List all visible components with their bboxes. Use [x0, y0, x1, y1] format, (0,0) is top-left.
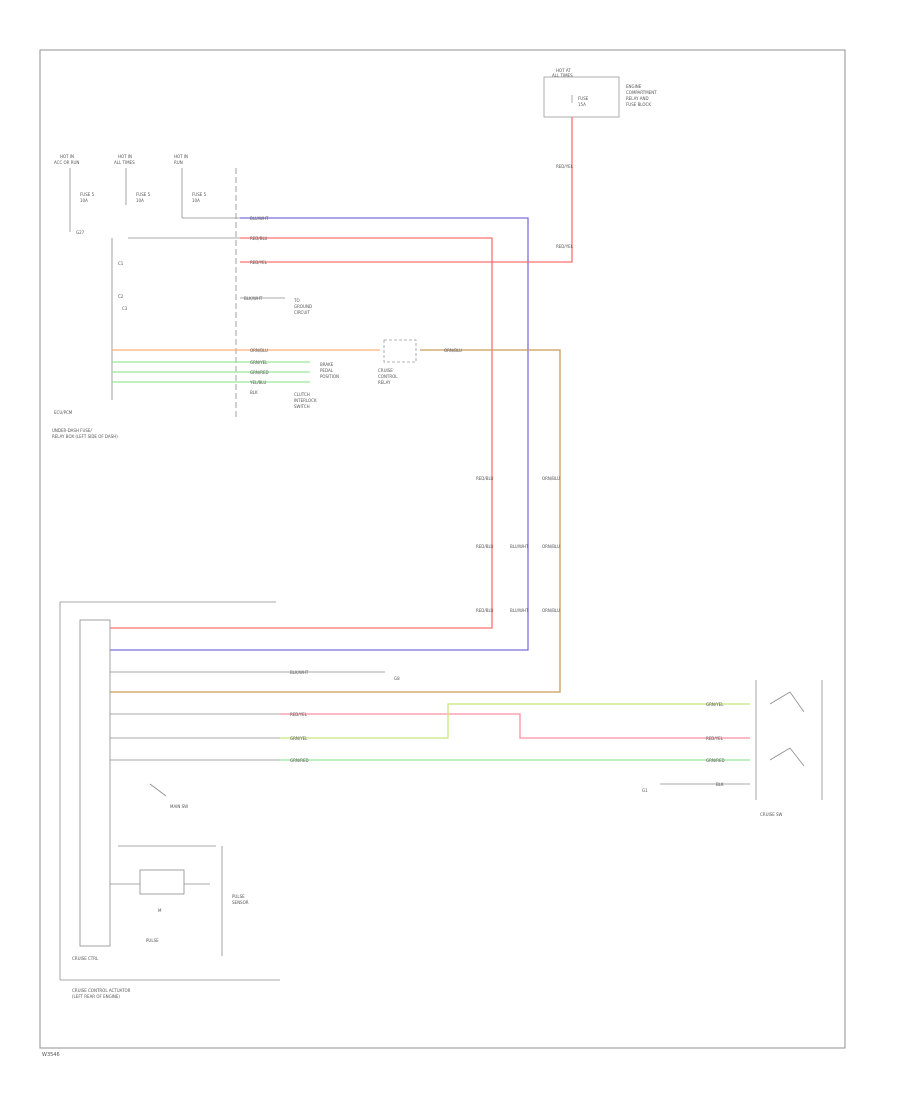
ground-bottom-label: G1: [642, 788, 648, 793]
fuse-c-sub-rating: 10A: [192, 198, 200, 203]
vert-red-label-3: RED/BLU: [476, 608, 494, 613]
fuse-c-label-1: HOT IN: [174, 154, 188, 159]
wire-red-top: [240, 117, 573, 263]
brake-desc-1: BRAKE: [320, 362, 334, 367]
fuse-b-sub: FUSE 5: [136, 192, 151, 197]
pulse-sensor-label-1: PULSE: [232, 894, 245, 899]
wire-red: [110, 237, 493, 629]
main-switch-label: MAIN SW: [170, 804, 188, 809]
diagram-code: W3546: [42, 1052, 60, 1058]
wire-green-lower-label: GRN/YEL: [290, 736, 308, 741]
wire-red2-mid-label: RED/YEL: [556, 244, 574, 249]
vert-blue-label-2: BLU/WHT: [510, 608, 529, 613]
diagram-frame: [39, 49, 846, 1049]
bottom-unit-label-1: CRUISE CONTROL ACTUATOR: [72, 988, 131, 993]
ground-desc-1: TO: [293, 298, 300, 303]
cruise-switch-label: CRUISE SW: [760, 812, 783, 817]
top-fuse-desc-3: RELAY AND: [626, 96, 649, 101]
sensor-desc-3: SWITCH: [294, 404, 310, 409]
left-bottom-label: CRUISE CTRL: [72, 956, 99, 961]
ground-left-label: G27: [76, 230, 85, 235]
wire-brown: [110, 349, 561, 693]
fuse-a-sub: FUSE 5: [80, 192, 95, 197]
left-unit-desc-1: UNDER-DASH FUSE/: [52, 428, 92, 433]
ground-mid-label: G8: [394, 676, 400, 681]
vert-orange-label-2: ORN/BLU: [542, 544, 560, 549]
right-wire-label-1: GRN/YEL: [706, 702, 724, 707]
wire-blue: [110, 217, 529, 651]
actuator-box: CRUISE CTRL CRUISE CONTROL ACTUATOR (LEF…: [59, 601, 280, 999]
brake-desc-3: POSITION: [320, 374, 339, 379]
wire-red2-label: RED/YEL: [250, 260, 268, 265]
fuse-b-label-1: HOT IN: [118, 154, 132, 159]
vert-orange-label-1: ORN/BLU: [542, 476, 560, 481]
left-unit-label: ECU/PCM: [54, 410, 73, 415]
fuse-b-label-2: ALL TIMES: [114, 160, 135, 165]
conn-code-2: C2: [118, 294, 124, 299]
wire-orange-label: ORN/BLU: [250, 348, 268, 353]
vert-orange-label-3: ORN/BLU: [542, 608, 560, 613]
bottom-unit-label-2: (LEFT REAR OF ENGINE): [72, 994, 120, 999]
top-fuse-box-label-1: HOT AT: [556, 68, 571, 73]
pulse-sensor: M PULSE PULSE SENSOR: [110, 845, 249, 956]
fuse-b-sub-rating: 10A: [136, 198, 144, 203]
pulse-inner-label: M: [158, 908, 162, 913]
brake-desc-2: PEDAL: [320, 368, 334, 373]
wire-red-lower: [280, 713, 750, 739]
wire-blue-label: BLU/WHT: [250, 216, 269, 221]
wire-red-lower-label: RED/YEL: [290, 712, 308, 717]
fuse-a-sub-rating: 10A: [80, 198, 88, 203]
relay-desc-2: CONTROL: [378, 374, 398, 379]
pulse-sensor-label-2: SENSOR: [232, 900, 249, 905]
top-fuse-label: FUSE: [578, 96, 589, 101]
fuse-a-label-2: ACC OR RUN: [54, 160, 79, 165]
wire-orange-label-2: ORN/BLU: [444, 348, 462, 353]
right-wire-label-2: RED/YEL: [706, 736, 724, 741]
wire-green-label-1: GRN/YEL: [250, 360, 268, 365]
vert-red-label-1: RED/BLU: [476, 476, 494, 481]
wire-blk-lower-label: BLK/WHT: [290, 670, 309, 675]
wire-green-lower: [280, 703, 750, 739]
top-fuse-desc-4: FUSE BLOCK: [626, 102, 651, 107]
fuse-c-label-2: RUN: [174, 160, 183, 165]
relay-box: CRUISE CONTROL RELAY: [378, 339, 417, 385]
vert-blue-label-1: BLU/WHT: [510, 544, 529, 549]
top-fuse-desc-2: COMPARTMENT: [626, 90, 657, 95]
fuse-group: HOT IN ACC OR RUN HOT IN ALL TIMES HOT I…: [54, 154, 240, 235]
top-fuse-box-label-2: ALL TIMES: [552, 73, 573, 78]
fuse-a-label-1: HOT IN: [60, 154, 74, 159]
wire-blk-label: BLK/WHT: [244, 296, 263, 301]
conn-code-3: C3: [122, 306, 128, 311]
relay-desc-1: CRUISE: [378, 368, 393, 373]
top-fuse-box: HOT AT ALL TIMES FUSE 15A ENGINE COMPART…: [543, 68, 657, 118]
right-wire-label-4: BLK: [716, 782, 724, 787]
left-unit-desc-2: RELAY BOX (LEFT SIDE OF DASH): [52, 434, 118, 439]
cruise-switch: CRUISE SW: [755, 680, 823, 817]
pulse-caption: PULSE: [146, 938, 159, 943]
right-wire-label-3: GRN/RED: [706, 758, 725, 763]
top-fuse-rating: 15A: [578, 102, 586, 107]
wire-green-label-2: GRN/RED: [250, 370, 269, 375]
wire-green-label-3: YEL/BLU: [249, 380, 266, 385]
ground-desc-3: CIRCUIT: [294, 310, 310, 315]
ground-desc-2: GROUND: [294, 304, 312, 309]
wire-red2-top-label: RED/YEL: [556, 164, 574, 169]
wire-blk2-label: BLK: [250, 390, 258, 395]
vert-red-label-2: RED/BLU: [476, 544, 494, 549]
relay-desc-3: RELAY: [378, 380, 391, 385]
wire-red-label: RED/BLU: [250, 236, 268, 241]
sensor-desc-1: CLUTCH: [294, 392, 310, 397]
under-dash-box: C1 C2 C3 ECU/PCM UNDER-DASH FUSE/ RELAY …: [52, 168, 240, 439]
top-fuse-desc-1: ENGINE: [626, 84, 642, 89]
fuse-c-sub: FUSE 5: [192, 192, 207, 197]
wire-green-lower-label-2: GRN/RED: [290, 758, 309, 763]
sensor-desc-2: INTERLOCK: [294, 398, 317, 403]
conn-code-1: C1: [118, 261, 124, 266]
